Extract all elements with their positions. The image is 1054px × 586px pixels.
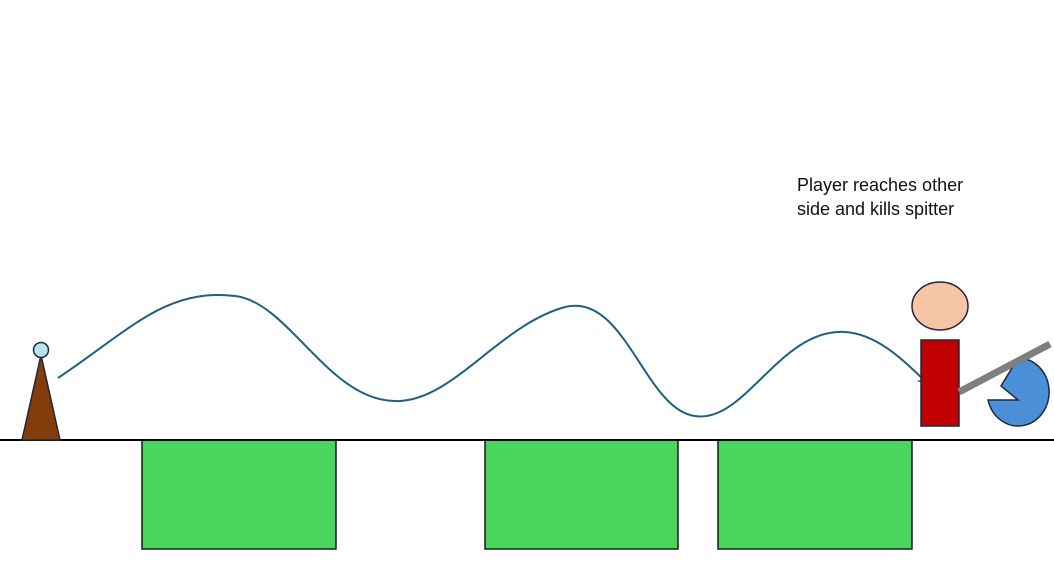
spitter-body (21, 354, 61, 441)
caption-line-1: Player reaches other (797, 175, 964, 195)
player-body (920, 339, 960, 427)
player-character (911, 281, 969, 427)
spitter-head (32, 341, 50, 359)
player-sword (957, 340, 1052, 396)
caption-text: Player reaches other side and kills spit… (797, 173, 1017, 221)
spitter-enemy (21, 341, 61, 441)
killed-spitter (987, 357, 1050, 427)
caption-line-2: side and kills spitter (797, 199, 955, 219)
pit-2 (484, 439, 679, 550)
player-jump-path (57, 294, 926, 418)
pit-1 (141, 439, 337, 550)
pit-3 (717, 439, 913, 550)
player-head (911, 281, 969, 331)
